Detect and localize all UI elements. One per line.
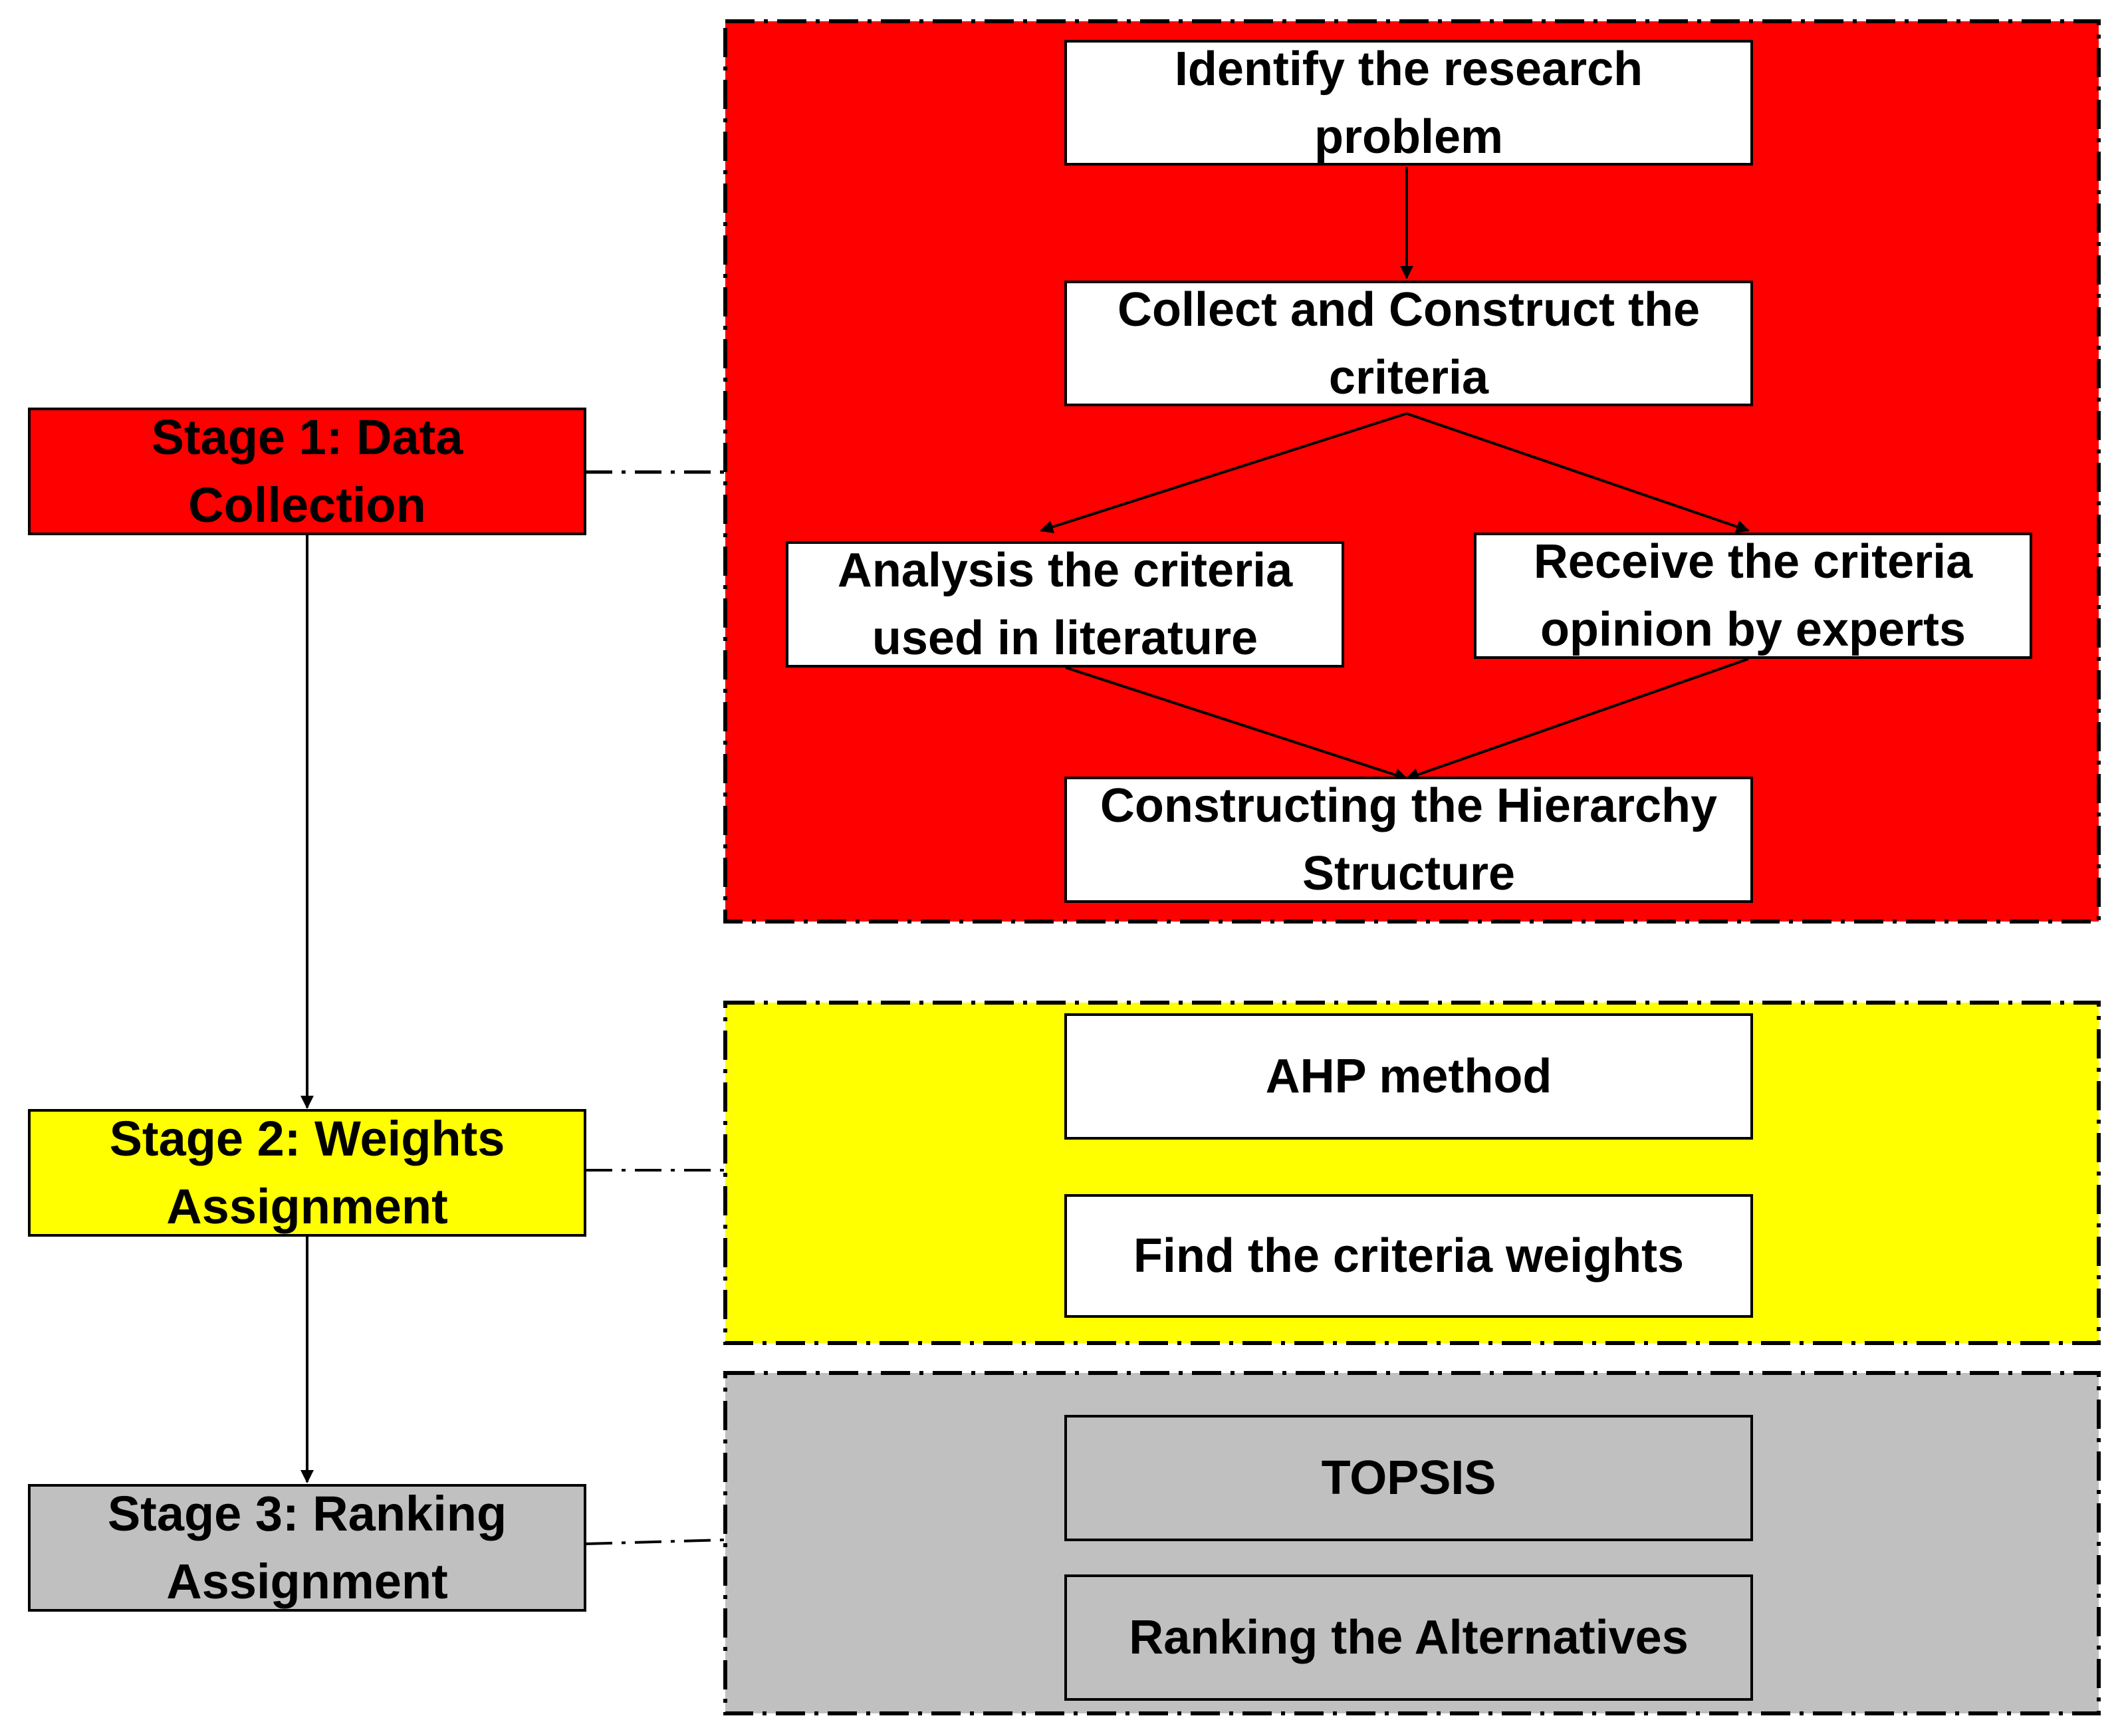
receive-to-constructing-arrow [1405, 658, 1749, 781]
analysis-criteria-literature-box: Analysis the criteria used in literature [786, 541, 1344, 668]
receive-criteria-experts-box: Receive the criteria opinion by experts [1474, 533, 2032, 659]
collect-to-analysis-arrow [1040, 412, 1407, 534]
stage1-box: Stage 1: Data Collection [28, 408, 586, 535]
ahp-method-box: AHP method [1064, 1013, 1753, 1140]
identify-research-problem-box: Identify the research problem [1064, 40, 1753, 166]
stage3-panel-link [585, 1539, 726, 1545]
analysis-to-constructing-arrow [1065, 666, 1408, 781]
stage2-box: Stage 2: Weights Assignment [28, 1109, 586, 1237]
topsis-box: TOPSIS [1064, 1415, 1753, 1541]
ranking-alternatives-box: Ranking the Alternatives [1064, 1574, 1753, 1701]
collect-construct-criteria-box: Collect and Construct the criteria [1064, 281, 1753, 406]
find-criteria-weights-box: Find the criteria weights [1064, 1194, 1753, 1318]
collect-to-receive-arrow [1406, 412, 1750, 533]
constructing-hierarchy-box: Constructing the Hierarchy Structure [1064, 777, 1753, 903]
stage3-box: Stage 3: Ranking Assignment [28, 1484, 586, 1612]
